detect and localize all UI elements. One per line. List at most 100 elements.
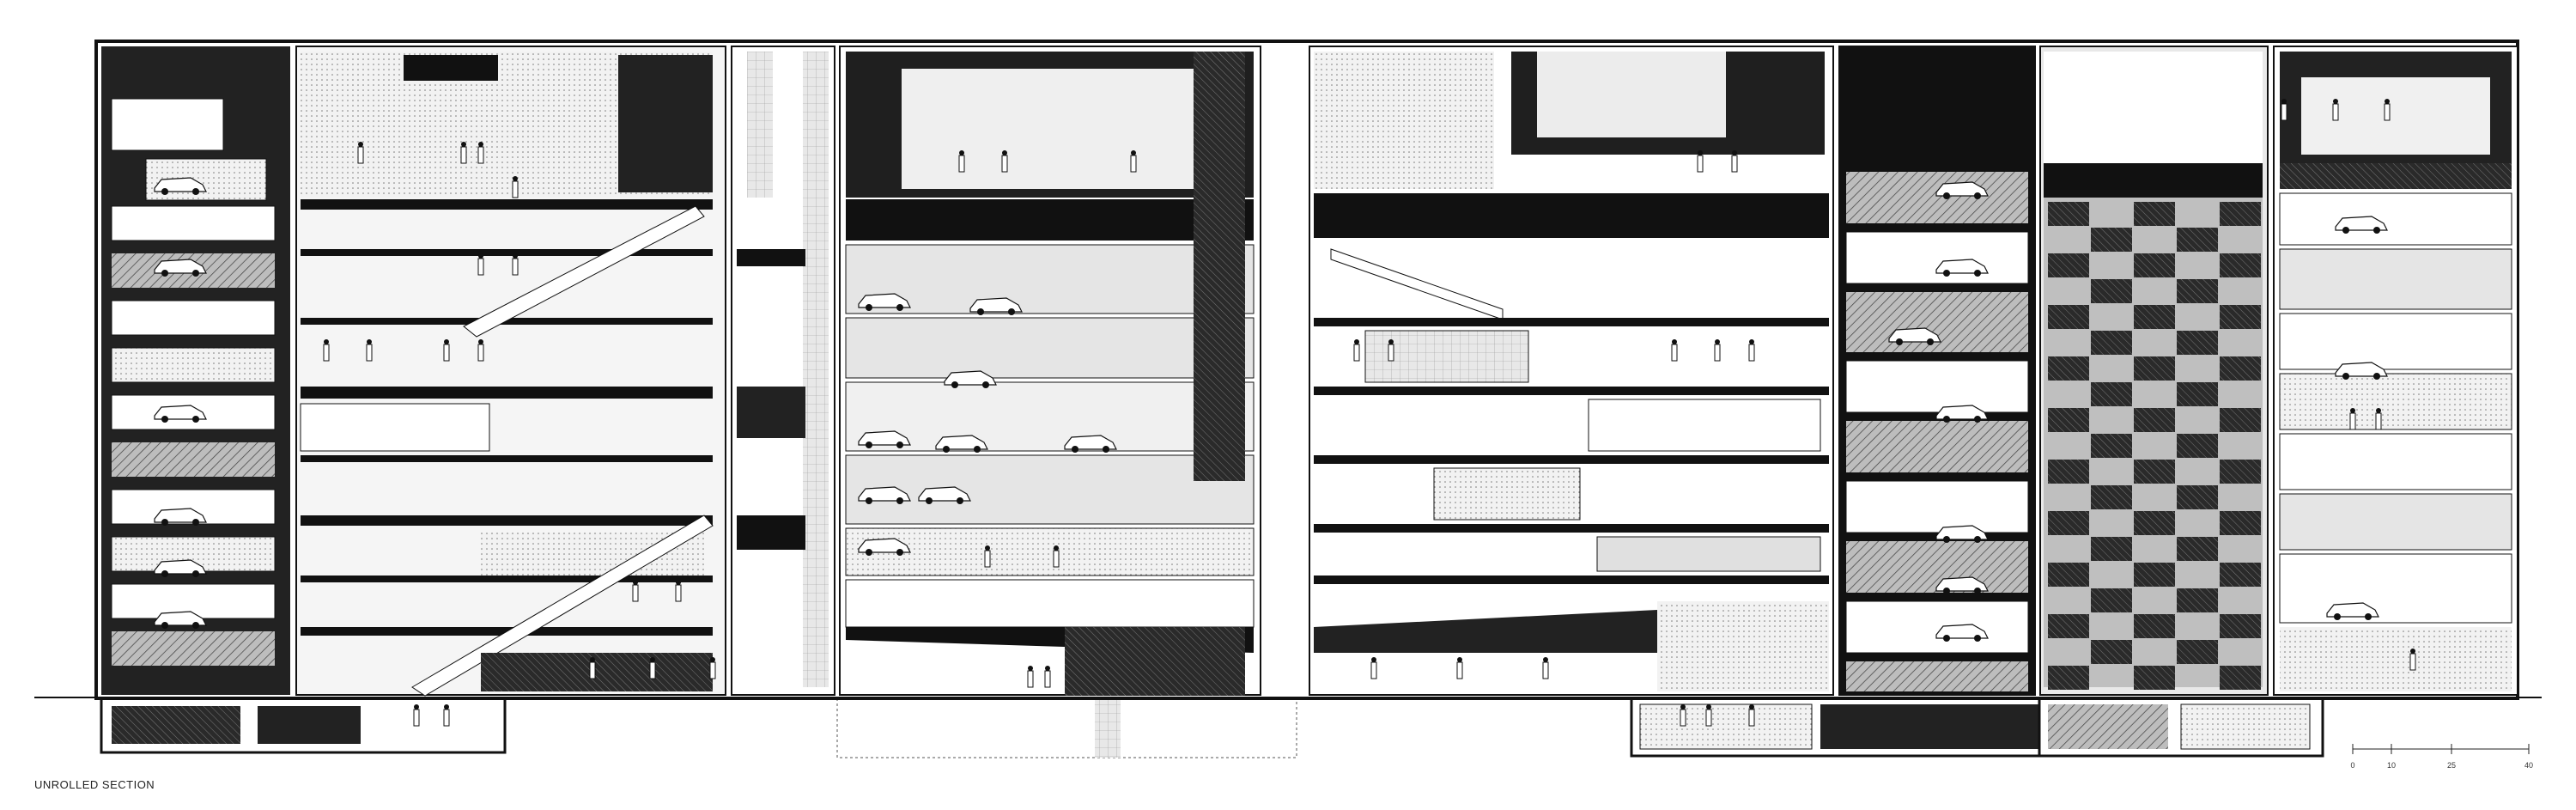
car-body	[1935, 576, 1989, 592]
person-body	[984, 550, 991, 568]
bay-parking-middle	[839, 46, 1261, 696]
person-body	[2349, 412, 2356, 430]
checker-cell	[2134, 408, 2175, 432]
car-wheel	[2342, 227, 2349, 234]
person	[512, 176, 519, 198]
car-body	[1935, 525, 1989, 540]
person-body	[1001, 155, 1008, 173]
human-figures	[323, 99, 2416, 727]
person-head	[513, 176, 518, 181]
checker-cell	[2048, 563, 2089, 587]
checker-cell	[2177, 279, 2218, 303]
car-wheel	[192, 270, 199, 277]
checker-cell	[2134, 666, 2175, 690]
scale-label-10: 10	[2386, 761, 2397, 770]
person	[1705, 704, 1712, 727]
person	[477, 339, 484, 362]
car-wheel	[1974, 270, 1981, 277]
person	[477, 142, 484, 164]
person-body	[958, 155, 965, 173]
checker-cell	[2091, 537, 2132, 561]
person-head	[1054, 545, 1059, 551]
person-head	[633, 580, 638, 585]
checker-cell	[2220, 614, 2261, 638]
car-wheel	[192, 570, 199, 577]
person	[1001, 150, 1008, 173]
checker-cell	[2091, 485, 2132, 509]
car-body	[969, 297, 1023, 313]
car-body	[154, 559, 207, 575]
person	[589, 657, 596, 679]
person	[2384, 99, 2391, 121]
car-wheel	[192, 622, 199, 629]
checker-cell	[2048, 356, 2089, 381]
person-body	[323, 344, 330, 362]
checker-cell	[2048, 511, 2089, 535]
person	[2349, 408, 2356, 430]
car	[1064, 435, 1117, 453]
person-head	[1457, 657, 1462, 662]
person-head	[2333, 99, 2338, 104]
car-silhouettes	[154, 177, 2388, 642]
person-head	[513, 253, 518, 259]
car	[154, 559, 207, 577]
checker-cell	[2134, 563, 2175, 587]
checker-cell	[2220, 666, 2261, 690]
car-body	[858, 538, 911, 553]
person-body	[1044, 670, 1051, 688]
car	[1935, 405, 1989, 423]
person-head	[478, 339, 483, 344]
person	[632, 580, 639, 602]
car-wheel	[1974, 536, 1981, 543]
car	[1935, 259, 1989, 277]
person-head	[2385, 99, 2390, 104]
car-wheel	[161, 270, 168, 277]
person	[2409, 649, 2416, 671]
car-wheel	[926, 497, 933, 504]
car-wheel	[2334, 613, 2341, 620]
car-body	[2335, 216, 2388, 231]
checker-cell	[2220, 202, 2261, 226]
checker-cell	[2048, 666, 2089, 690]
person-head	[444, 339, 449, 344]
person-body	[1714, 344, 1721, 362]
car	[154, 405, 207, 423]
person	[443, 339, 450, 362]
checker-cell	[2048, 253, 2089, 277]
checker-cell	[2091, 382, 2132, 406]
person	[366, 339, 373, 362]
car	[2335, 362, 2388, 380]
person-head	[590, 657, 595, 662]
car-body	[154, 259, 207, 274]
car-wheel	[957, 497, 963, 504]
person-head	[710, 657, 715, 662]
car	[2326, 602, 2379, 620]
person-body	[1697, 155, 1704, 173]
person-body	[443, 344, 450, 362]
person-head	[1131, 150, 1136, 155]
person	[1456, 657, 1463, 679]
person	[1044, 666, 1051, 688]
car-wheel	[1943, 588, 1950, 594]
basement-levels	[100, 696, 2324, 758]
person-body	[1130, 155, 1137, 173]
car	[858, 293, 911, 311]
car-body	[154, 405, 207, 420]
drawing-caption: UNROLLED SECTION	[34, 778, 155, 791]
checker-cell	[2134, 202, 2175, 226]
person-body	[512, 180, 519, 198]
person	[1027, 666, 1034, 688]
person	[323, 339, 330, 362]
car-wheel	[1927, 338, 1934, 345]
checker-cell	[2091, 434, 2132, 458]
car-wheel	[161, 570, 168, 577]
person	[1053, 545, 1060, 568]
car-wheel	[1896, 338, 1903, 345]
checker-cell	[2134, 305, 2175, 329]
car	[154, 508, 207, 526]
checker-cell	[2220, 408, 2261, 432]
checker-pattern	[2048, 202, 2261, 690]
car-wheel	[192, 188, 199, 195]
person-head	[2410, 649, 2415, 654]
person-body	[366, 344, 373, 362]
